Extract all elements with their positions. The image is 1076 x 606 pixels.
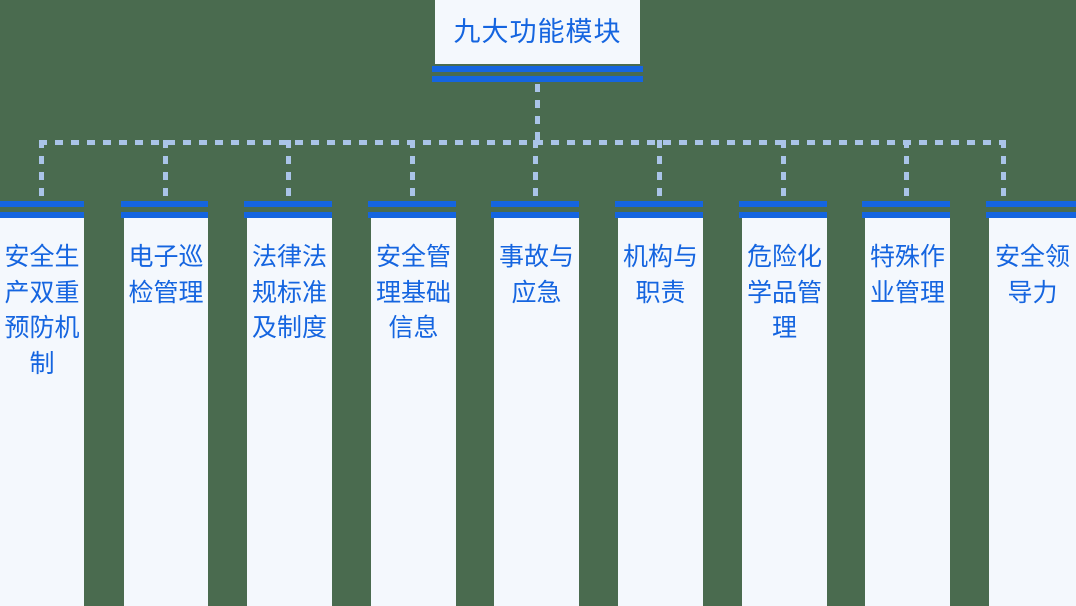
connector-root-stem — [535, 84, 540, 142]
connector-drop-1 — [39, 140, 44, 201]
leaf-accent-bar-lower-7 — [739, 212, 827, 218]
root-accent-bar-upper — [432, 66, 643, 72]
leaf-accent-bar-upper-7 — [739, 201, 827, 207]
connector-drop-3 — [286, 140, 291, 201]
leaf-accent-bar-upper-6 — [615, 201, 703, 207]
leaf-body-1: 安全生产双重预防机制 — [0, 218, 84, 606]
leaf-body-3: 法律法规标准及制度 — [247, 218, 332, 606]
leaf-node-label-5: 事故与应急 — [498, 243, 574, 307]
leaf-accent-bar-upper-9 — [986, 201, 1076, 207]
leaf-node-label-8: 特殊作业管理 — [869, 243, 945, 307]
leaf-accent-bar-lower-9 — [986, 212, 1076, 218]
leaf-body-9: 安全领导力 — [989, 218, 1076, 606]
leaf-accent-bar-lower-8 — [862, 212, 950, 218]
root-node-label: 九大功能模块 — [453, 16, 622, 47]
connector-drop-7 — [781, 140, 786, 201]
leaf-body-5: 事故与应急 — [494, 218, 579, 606]
leaf-body-8: 特殊作业管理 — [865, 218, 950, 606]
leaf-accent-bar-lower-5 — [491, 212, 579, 218]
connector-drop-6 — [657, 140, 662, 201]
leaf-node-label-9: 安全领导力 — [994, 243, 1070, 307]
connector-drop-9 — [1001, 140, 1006, 201]
connector-horizontal-bus — [39, 140, 1005, 145]
leaf-body-7: 危险化学品管理 — [742, 218, 827, 606]
root-accent-bar-lower — [432, 76, 643, 82]
connector-drop-2 — [163, 140, 168, 201]
leaf-node-label-3: 法律法规标准及制度 — [251, 243, 327, 342]
leaf-accent-bar-lower-6 — [615, 212, 703, 218]
leaf-body-6: 机构与职责 — [618, 218, 703, 606]
root-node[interactable]: 九大功能模块 — [435, 0, 640, 64]
leaf-node-label-7: 危险化学品管理 — [746, 243, 822, 342]
leaf-accent-bar-upper-8 — [862, 201, 950, 207]
connector-drop-8 — [904, 140, 909, 201]
leaf-node-label-2: 电子巡检管理 — [128, 243, 204, 307]
leaf-accent-bar-lower-3 — [244, 212, 332, 218]
leaf-accent-bar-upper-4 — [368, 201, 456, 207]
connector-drop-5 — [533, 140, 538, 201]
leaf-accent-bar-upper-3 — [244, 201, 332, 207]
leaf-node-label-1: 安全生产双重预防机制 — [4, 243, 80, 378]
leaf-accent-bar-lower-1 — [0, 212, 84, 218]
leaf-accent-bar-lower-4 — [368, 212, 456, 218]
leaf-accent-bar-upper-1 — [0, 201, 84, 207]
leaf-node-label-6: 机构与职责 — [622, 243, 698, 307]
leaf-node-label-4: 安全管理基础信息 — [375, 243, 451, 342]
leaf-body-2: 电子巡检管理 — [124, 218, 208, 606]
leaf-body-4: 安全管理基础信息 — [371, 218, 456, 606]
leaf-accent-bar-lower-2 — [121, 212, 208, 218]
leaf-accent-bar-upper-2 — [121, 201, 208, 207]
leaf-accent-bar-upper-5 — [491, 201, 579, 207]
connector-drop-4 — [410, 140, 415, 201]
